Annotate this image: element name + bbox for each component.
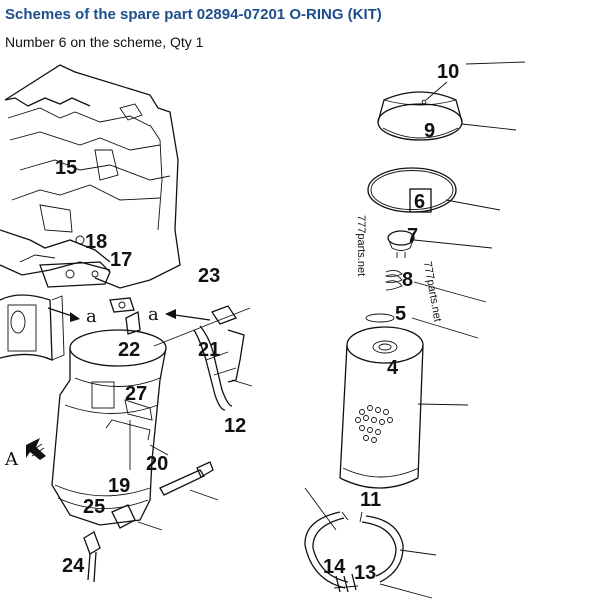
- part-label-7: 7: [407, 225, 418, 247]
- part-label-17: 17: [110, 249, 132, 271]
- highlighted-part-box: [409, 188, 432, 213]
- part-label-27: 27: [125, 383, 147, 405]
- part-label-6-highlighted: 6: [414, 191, 425, 213]
- ring-5-drawing: [365, 313, 395, 323]
- part-label-19: 19: [108, 475, 130, 497]
- spring-8-drawing: [384, 269, 403, 291]
- part-label-8: 8: [402, 269, 413, 291]
- part-number-labels: 10 9 15 6 18 7 17 23 8 5 22 21 27 4 12 2…: [4, 61, 459, 584]
- part-label-14: 14: [323, 556, 346, 578]
- page-title: Schemes of the spare part 02894-07201 O-…: [5, 6, 382, 23]
- filter-housing-left: [51, 329, 167, 526]
- part-label-23: 23: [198, 265, 220, 287]
- part-label-10: 10: [437, 61, 459, 83]
- page-subtitle: Number 6 on the scheme, Qty 1: [5, 34, 204, 50]
- letter-a-left: a: [86, 306, 97, 327]
- part-label-5: 5: [395, 303, 406, 325]
- bracket-17-drawing: [39, 235, 111, 288]
- engine-block-drawing: [0, 64, 181, 289]
- part-label-25: 25: [83, 496, 105, 518]
- part-label-13: 13: [354, 562, 376, 584]
- hose-12-21-drawing: [193, 305, 245, 411]
- part-label-18: 18: [85, 231, 107, 253]
- valve-7-drawing: [387, 230, 415, 258]
- part-label-24: 24: [62, 555, 85, 577]
- part-label-20: 20: [146, 453, 168, 475]
- part-label-9: 9: [424, 120, 435, 142]
- leader-lines: [137, 61, 526, 599]
- part-label-15: 15: [55, 157, 77, 179]
- cover-9-drawing: [377, 91, 463, 141]
- letter-A: A: [4, 449, 19, 470]
- part-label-22: 22: [118, 339, 140, 361]
- bolt-and-fittings: [83, 297, 214, 583]
- part-label-12: 12: [224, 415, 246, 437]
- part-label-21: 21: [198, 339, 220, 361]
- mounting-bracket-left: [0, 294, 65, 362]
- part-label-11: 11: [360, 489, 381, 511]
- clamp-13-14-drawing: [333, 573, 359, 593]
- part-label-4: 4: [387, 357, 399, 379]
- oring-6-drawing: [367, 167, 457, 213]
- filter-element-4-drawing: [339, 326, 424, 489]
- arrows-left: [26, 307, 211, 460]
- watermark-1: 777parts.net: [355, 215, 367, 276]
- band-11-drawing: [304, 511, 404, 589]
- filter-perforation-dots: [355, 405, 393, 443]
- letter-a-right: a: [148, 304, 159, 325]
- watermark-2: 777parts.net: [421, 260, 443, 322]
